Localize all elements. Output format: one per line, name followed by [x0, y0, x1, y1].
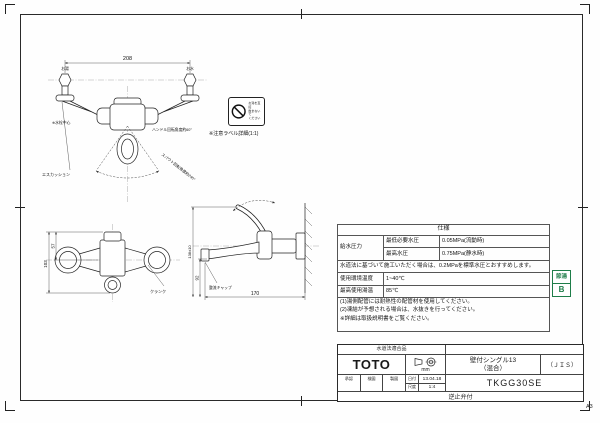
dim-width-label: 208 — [123, 56, 132, 62]
certification-label: 水道法適合品 — [338, 345, 446, 354]
title-block: 水道法適合品 TOTO mm 壁付シングル13 （混合） （ＪＩＳ） — [337, 344, 584, 402]
water-saving-badge: 節湯 B — [552, 270, 571, 297]
toto-logo: TOTO — [338, 355, 406, 375]
date-value: 13.04.18 — [422, 376, 442, 382]
spout — [206, 241, 260, 260]
body-lower — [99, 231, 126, 294]
trim-mark-top-left — [5, 4, 15, 14]
dim-total-label: 103 — [43, 260, 48, 268]
scale-label: 尺度 — [406, 383, 419, 391]
center-tick-top — [301, 9, 302, 19]
spec-max-pressure-label: 最高水圧 — [383, 247, 440, 261]
prohibition-icon — [231, 104, 246, 119]
faucet-body-front — [96, 97, 159, 165]
date-scale-cells: 日付 13.04.18 尺度 1:4 — [406, 375, 446, 391]
sheet-size-label: A3 — [586, 404, 593, 410]
third-angle-projection-icon — [414, 357, 436, 367]
front-view-drawing: 208 お湯 お水 ハンドル回転角度約60° スパウト回転角度約240 — [42, 56, 207, 202]
center-note: ※水栓中心 — [52, 120, 71, 125]
spec-hot-temp-label: 最高使用湯温 — [337, 284, 384, 299]
spec-pressure-label: 給水圧力 — [337, 235, 384, 261]
approval-cell: 承認 — [338, 375, 361, 391]
water-saving-badge-top: 節湯 — [553, 271, 570, 284]
handle-rotation-note: ハンドル回転角度約60° — [152, 127, 192, 132]
check-valve-note: 逆止弁付 — [448, 395, 473, 401]
spec-max-pressure-value: 0.75MPa(静水時) — [439, 247, 550, 261]
caution-label-detail: お湯を直接 飲まないで ください — [228, 97, 265, 126]
spec-table: 仕様 給水圧力 最低必要水圧 0.05MPa(流動時) 最高水圧 0.75MPa… — [337, 224, 550, 332]
check-cell: 検図 — [361, 375, 384, 391]
spec-env-temp-label: 使用環境温度 — [337, 272, 384, 286]
drawing-title-cell: 壁付シングル13 （混合） — [446, 355, 541, 375]
center-tick-left — [15, 207, 25, 208]
draft-cell: 製図 — [390, 376, 399, 382]
trim-mark-top-right — [580, 4, 590, 14]
drawing-number: TKGG30SE — [486, 378, 543, 389]
spec-min-pressure-label: 最低必要水圧 — [383, 234, 440, 249]
trim-mark-bottom-right — [580, 401, 590, 411]
spec-min-pressure-value: 0.05MPa(流動時) — [439, 234, 550, 249]
lower-view-drawing: 103 57 クランク — [43, 224, 180, 302]
center-tick-bottom — [301, 396, 302, 406]
dim-install-label: 138±10 — [187, 245, 192, 259]
trim-mark-bottom-left — [5, 401, 15, 411]
spec-note-3: ※詳細は取扱説明書をご覧ください。 — [340, 315, 433, 322]
left-leg — [55, 73, 99, 116]
dim-length-label: 170 — [251, 291, 260, 297]
spec-note-1: (1)湯側配管には耐熱性の配管材を使用してください。 — [340, 299, 473, 306]
spout-rotation-note: スパウト回転角度約240° — [160, 152, 197, 182]
spec-pressure-note: 水道法に基づいて施工いただく場合は、0.2MPaを標準水圧とおすすめします。 — [337, 259, 550, 274]
spec-table-title: 仕様 — [337, 224, 550, 236]
dim-upper-label: 57 — [51, 243, 56, 249]
spec-note-2: (2)凍結が予想される場合は、水抜きを行ってください。 — [340, 307, 479, 314]
wall — [304, 203, 313, 293]
drawing-title: 壁付シングル13 — [469, 356, 517, 364]
projection-unit-cell: mm — [406, 355, 446, 375]
hot-port-label: お湯 — [61, 66, 69, 71]
crank-label: クランク — [150, 288, 166, 294]
jis-mark: （ＪＩＳ） — [546, 363, 577, 370]
tip-label: 整流キャップ — [209, 285, 232, 290]
rotation-arcs — [95, 125, 160, 179]
signature-cells: 承認 検図 製図 — [338, 375, 406, 391]
dim-height-label: 92 — [195, 275, 200, 281]
caution-detail-note: ※注意ラベル詳細(1:1) — [209, 131, 259, 137]
aerator — [200, 248, 210, 262]
escutcheon-label: エスカッション — [42, 172, 70, 177]
spec-env-temp-value: 1~40℃ — [383, 272, 550, 286]
date-label: 日付 — [406, 375, 419, 383]
side-view-drawing: 170 138±10 92 整流キャップ — [187, 200, 319, 300]
caution-label-text: お湯を直接 飲まないで ください — [248, 101, 261, 121]
cold-port-label: お水 — [186, 66, 194, 71]
right-leg — [156, 73, 200, 116]
faucet-body-side — [200, 204, 306, 262]
scale-value: 1:4 — [428, 384, 436, 390]
drawing-subtitle: （混合） — [480, 364, 506, 372]
unit-label: mm — [421, 366, 430, 373]
lever-rotation-arc — [232, 200, 276, 212]
spec-notes: (1)湯側配管には耐熱性の配管材を使用してください。 (2)凍結が予想される場合… — [337, 297, 550, 332]
center-tick-right — [578, 207, 588, 208]
water-saving-badge-grade: B — [558, 285, 565, 294]
spec-hot-temp-value: 85℃ — [383, 284, 550, 299]
